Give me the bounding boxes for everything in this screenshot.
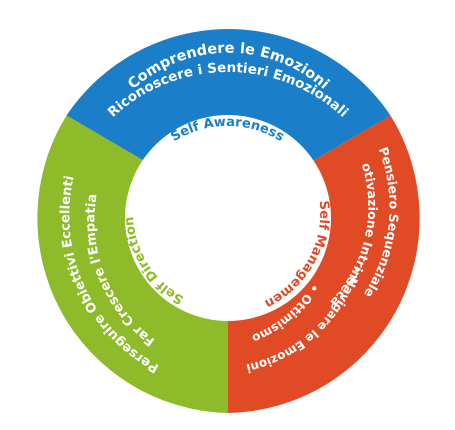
segment-self-management [228,115,420,413]
inner-disc [125,115,331,321]
segment-self-direction [37,115,228,413]
segment-self-awareness [66,29,391,163]
